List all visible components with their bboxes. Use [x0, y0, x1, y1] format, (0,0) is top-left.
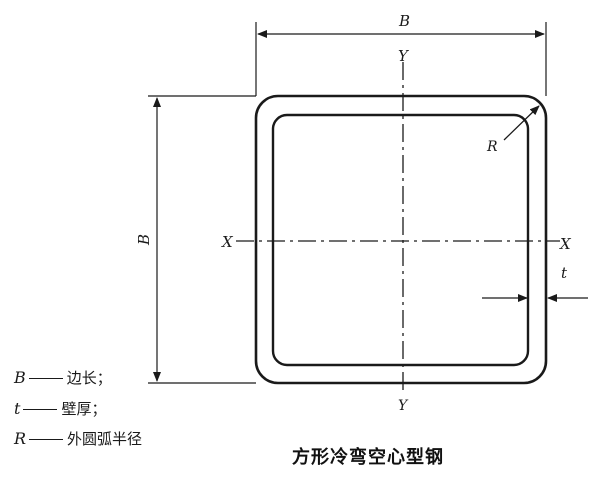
- figure-caption: 方形冷弯空心型钢: [292, 447, 444, 468]
- legend-symbol: t: [14, 399, 21, 418]
- inner-profile: [271, 113, 530, 367]
- legend-dash: [28, 378, 63, 379]
- top-dimension-label: B: [398, 12, 410, 30]
- legend-item-t: t 壁厚；: [14, 398, 106, 420]
- radius-leader: [503, 105, 540, 141]
- x-axis-label-left: X: [221, 233, 234, 251]
- x-axis-label-right: X: [559, 235, 572, 253]
- legend-dash: [29, 439, 64, 440]
- legend-symbol: B: [14, 368, 26, 387]
- legend-item-b: B 边长；: [14, 367, 112, 389]
- legend-symbol: R: [14, 429, 27, 448]
- legend-text: 边长；: [66, 369, 112, 387]
- legend-dash: [23, 409, 58, 410]
- left-dimension-label: B: [135, 234, 153, 246]
- y-axis-label-top: Y: [398, 47, 410, 65]
- radius-label: R: [486, 139, 498, 155]
- legend-text: 壁厚；: [61, 400, 107, 418]
- outer-profile: [254, 94, 548, 385]
- legend-text: 外圆弧半径: [67, 430, 143, 448]
- y-axis-label-bottom: Y: [398, 398, 409, 414]
- thickness-label: t: [561, 264, 568, 282]
- legend-item-r: R 外圆弧半径: [14, 428, 142, 450]
